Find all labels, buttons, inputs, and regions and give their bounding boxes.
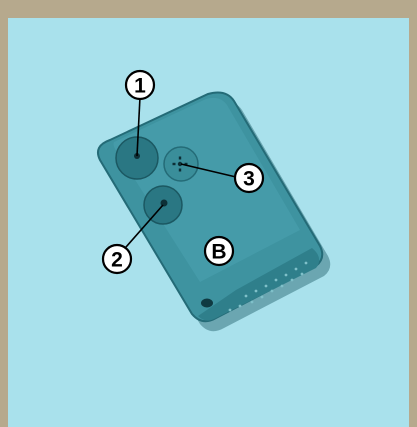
callout-3-label: 3 (243, 168, 255, 191)
callout-2-label: 2 (111, 249, 123, 272)
callout-1: 1 (126, 71, 154, 99)
key-ring-hole (201, 299, 213, 308)
callout-2: 2 (103, 245, 131, 273)
card-label-b-text: B (211, 241, 226, 264)
callout-3: 3 (235, 164, 263, 192)
callout-1-label: 1 (134, 75, 146, 98)
card-label-b: B (205, 237, 233, 265)
